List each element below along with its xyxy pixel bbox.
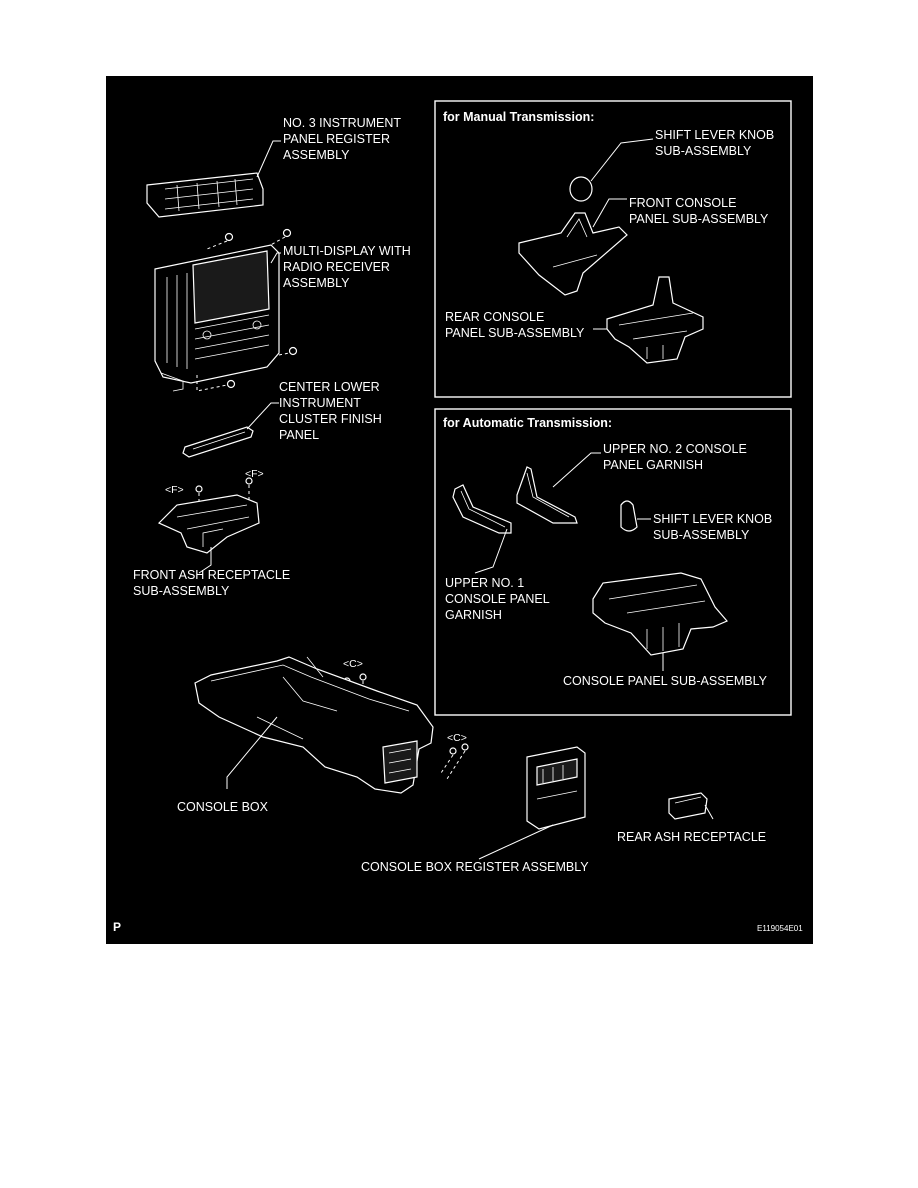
label-automatic-shift-knob: SHIFT LEVER KNOB SUB-ASSEMBLY bbox=[653, 512, 776, 542]
dash-line bbox=[196, 352, 290, 392]
label-rear-console: REAR CONSOLE PANEL SUB-ASSEMBLY bbox=[445, 310, 585, 340]
automatic-transmission-box bbox=[434, 408, 792, 716]
label-center-lower: CENTER LOWER INSTRUMENT CLUSTER FINISH P… bbox=[279, 380, 385, 442]
leader-upper-no1 bbox=[474, 528, 508, 574]
leader-manual-shift-knob bbox=[590, 138, 654, 182]
diagram-frame: NO. 3 INSTRUMENT PANEL REGISTER ASSEMBLY… bbox=[106, 76, 813, 944]
leader-front-ash bbox=[198, 547, 212, 574]
figure-id: E119054E01 bbox=[757, 924, 803, 933]
screw-icon bbox=[226, 346, 298, 389]
marker-c-top: <C> bbox=[343, 658, 363, 670]
upper-no2-garnish-part bbox=[516, 466, 578, 524]
label-no3-register: NO. 3 INSTRUMENT PANEL REGISTER ASSEMBLY bbox=[283, 116, 404, 162]
front-console-panel-part bbox=[518, 212, 628, 296]
leader-rear-ash bbox=[704, 804, 714, 820]
marker-f-right: <F> bbox=[245, 468, 264, 480]
label-manual-shift-knob: SHIFT LEVER KNOB SUB-ASSEMBLY bbox=[655, 128, 778, 158]
marker-c-right: <C> bbox=[447, 732, 467, 744]
leader-no3-register bbox=[256, 140, 281, 178]
leader-front-console bbox=[592, 198, 627, 228]
page-mark: P bbox=[113, 920, 121, 934]
leader-multi-display bbox=[270, 252, 281, 264]
manual-transmission-box bbox=[434, 100, 792, 398]
front-ash-receptacle-part bbox=[157, 494, 260, 554]
automatic-box-title: for Automatic Transmission: bbox=[443, 416, 612, 430]
leader-console-box bbox=[226, 716, 278, 789]
rear-console-panel-part bbox=[606, 276, 704, 364]
label-console-box-register: CONSOLE BOX REGISTER ASSEMBLY bbox=[361, 860, 589, 874]
label-front-ash: FRONT ASH RECEPTACLE SUB-ASSEMBLY bbox=[133, 568, 294, 598]
rear-ash-receptacle-part bbox=[668, 792, 708, 820]
label-console-panel: CONSOLE PANEL SUB-ASSEMBLY bbox=[563, 674, 768, 688]
screw-icon bbox=[195, 477, 253, 493]
label-front-console: FRONT CONSOLE PANEL SUB-ASSEMBLY bbox=[629, 196, 769, 226]
center-lower-panel-part bbox=[182, 426, 254, 458]
exploded-view-diagram: NO. 3 INSTRUMENT PANEL REGISTER ASSEMBLY… bbox=[113, 100, 803, 934]
upper-no1-garnish-part bbox=[452, 484, 512, 534]
label-multi-display: MULTI-DISPLAY WITH RADIO RECEIVER ASSEMB… bbox=[283, 244, 414, 290]
automatic-shift-knob-part bbox=[620, 500, 638, 532]
label-upper-no1: UPPER NO. 1 CONSOLE PANEL GARNISH bbox=[445, 576, 553, 622]
marker-f-left: <F> bbox=[165, 484, 184, 496]
leader-console-box-register bbox=[478, 824, 554, 860]
leader-center-lower bbox=[246, 402, 279, 430]
multi-display-part bbox=[154, 244, 280, 392]
screw-icon bbox=[224, 228, 292, 242]
leader-upper-no2 bbox=[552, 452, 601, 488]
console-panel-part bbox=[592, 572, 728, 656]
label-console-box: CONSOLE BOX bbox=[177, 800, 269, 814]
console-box-register-part bbox=[526, 746, 586, 830]
manual-shift-knob-part bbox=[569, 176, 593, 202]
no3-register-part bbox=[146, 172, 264, 218]
label-rear-ash: REAR ASH RECEPTACLE bbox=[617, 830, 766, 844]
console-box-part bbox=[194, 656, 434, 794]
label-upper-no2: UPPER NO. 2 CONSOLE PANEL GARNISH bbox=[603, 442, 750, 472]
manual-box-title: for Manual Transmission: bbox=[443, 110, 594, 124]
